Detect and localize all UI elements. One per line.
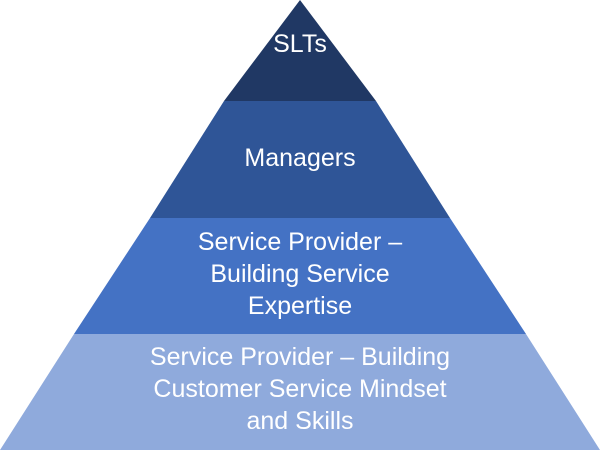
tier-customer-service-line-1: Service Provider – Building [149,343,451,371]
tier-slts-shape [224,0,376,101]
tier-customer-service-label: Service Provider – Building Customer Ser… [0,341,600,437]
tier-managers-shape [150,101,450,218]
tier-service-expertise-label: Service Provider – Building Service Expe… [0,226,600,322]
tier-service-expertise-line-1: Service Provider – [197,228,403,256]
tier-service-expertise-line-3: Expertise [247,292,353,320]
tier-managers-label: Managers [0,142,600,174]
tier-service-expertise-line-2: Building Service [210,260,390,288]
tier-customer-service-line-3: and Skills [246,407,354,435]
tier-slts-line-1: SLTs [273,30,327,58]
tier-slts-label: SLTs [0,28,600,60]
tier-managers-line-1: Managers [244,144,356,172]
tier-customer-service-line-2: Customer Service Mindset [153,375,447,403]
tier-customer-service-shape [0,334,600,450]
tier-service-expertise-shape [74,218,526,334]
